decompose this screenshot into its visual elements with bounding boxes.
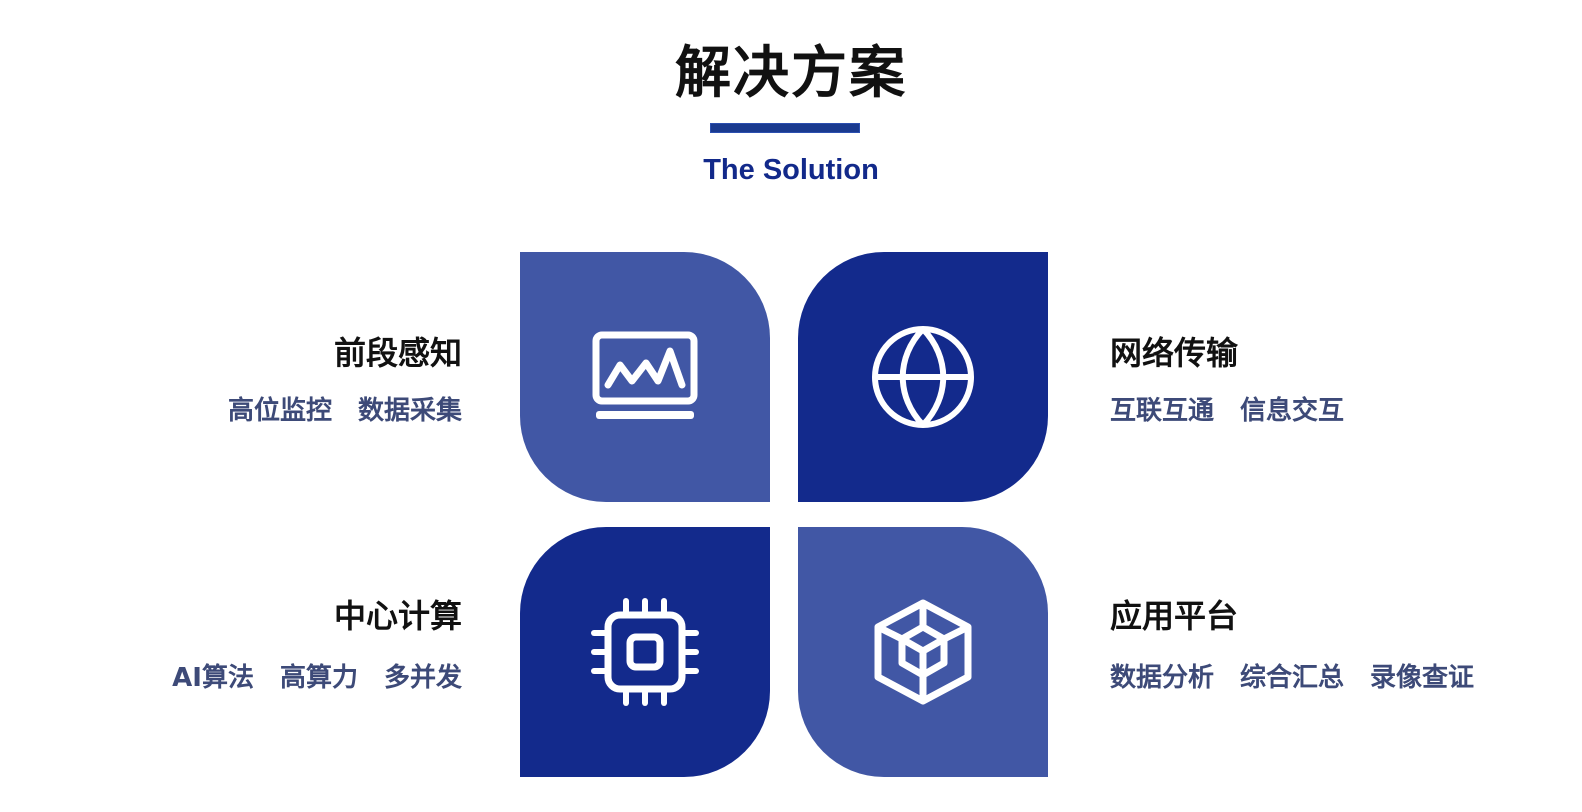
chip-icon	[591, 598, 699, 706]
page-subtitle: The Solution	[703, 154, 879, 186]
list-item: 综合汇总	[1240, 663, 1345, 693]
cube-icon	[874, 599, 972, 705]
list-item: 互联互通	[1110, 396, 1215, 426]
network-transmission-heading: 网络传输	[1110, 334, 1239, 372]
title-underline	[710, 123, 860, 133]
application-platform-items: 数据分析 综合汇总 录像查证	[1110, 661, 1474, 695]
tile-network-transmission	[798, 252, 1048, 502]
page-title: 解决方案	[675, 41, 907, 106]
network-transmission-items: 互联互通 信息交互	[1110, 394, 1344, 428]
tile-application-platform	[798, 527, 1048, 777]
list-item: 信息交互	[1240, 396, 1345, 426]
list-item: 高位监控	[227, 396, 332, 426]
central-computing-items: AI算法 高算力 多并发	[172, 661, 462, 695]
tile-central-computing	[520, 527, 770, 777]
list-item: AI算法	[172, 663, 254, 693]
tile-front-perception	[520, 252, 770, 502]
list-item: 数据采集	[357, 396, 462, 426]
central-computing-heading: 中心计算	[333, 597, 462, 635]
front-perception-items: 高位监控 数据采集	[228, 394, 462, 428]
monitor-chart-icon	[592, 331, 698, 419]
list-item: 多并发	[383, 663, 462, 693]
application-platform-heading: 应用平台	[1110, 597, 1239, 635]
globe-icon	[872, 326, 974, 428]
list-item: 数据分析	[1110, 663, 1215, 693]
front-perception-heading: 前段感知	[333, 334, 462, 372]
list-item: 高算力	[279, 663, 358, 693]
list-item: 录像查证	[1370, 663, 1475, 693]
